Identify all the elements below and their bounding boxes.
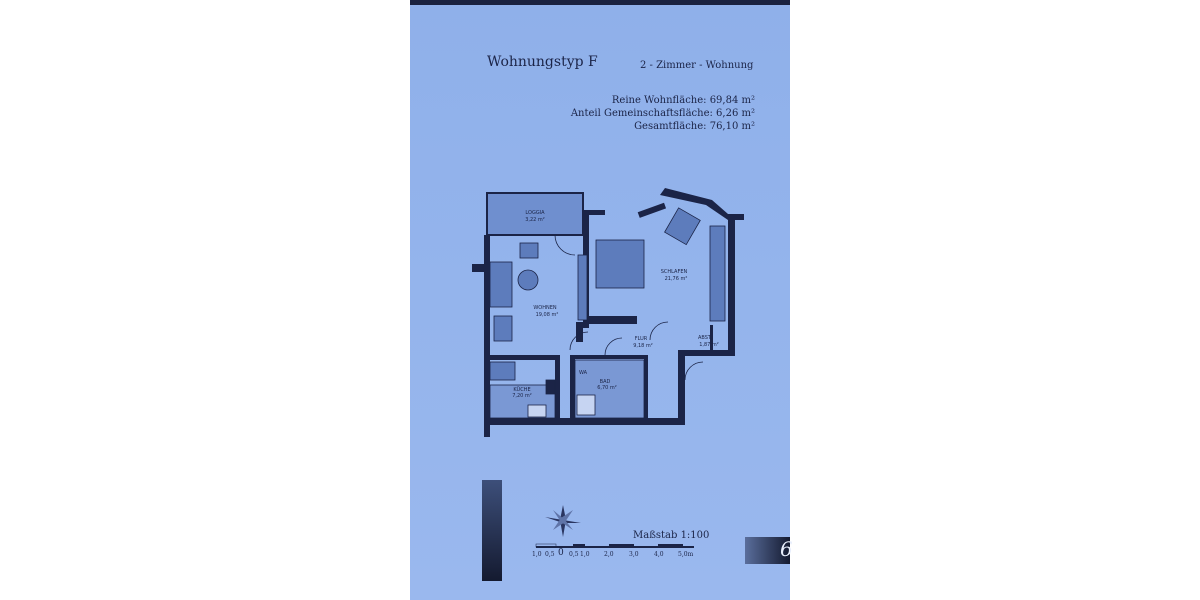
wall [678,350,735,356]
wall [576,322,583,342]
page-number-tab [745,537,790,564]
compass-rose-icon [545,505,581,537]
wall [728,218,735,356]
scale-tick: 1,0 [580,551,590,558]
wall [570,355,648,359]
wall [589,316,637,324]
scale-label: Maßstab 1:100 [633,530,710,541]
scale-tick: 5,0m [678,551,694,558]
wardrobe [709,225,726,322]
room-kueche-size: 7,20 m² [512,393,532,399]
room-wa-name: WA [579,370,588,376]
net-living-area: Reine Wohnfläche: 69,84 m² [611,95,755,106]
scale-tick: 0,5 [569,551,579,558]
decorative-bar [482,480,502,581]
entrance-door-swing [684,361,704,381]
stove [545,379,556,395]
room-bad-name: BAD [600,379,611,385]
room-schlafen-size: 21,76 m² [665,276,688,282]
wall [484,418,684,425]
wall [490,355,555,360]
sink [527,404,547,418]
double-bed [595,239,645,289]
room-kueche-name: KÜCHE [513,386,530,393]
wall-cabinet [577,254,588,321]
wall [728,214,744,220]
scale-tick: 2,0 [604,551,614,558]
scale-tick: 1,0 [532,551,542,558]
room-wohnen-size: 19,08 m² [536,312,559,318]
wall [472,264,486,272]
room-abst-size: 1,87 m² [699,342,719,348]
room-flur-size: 9,18 m² [633,343,653,349]
room-loggia-size: 3,22 m² [525,217,545,223]
sofa [489,261,513,308]
room-schlafen-name: SCHLAFEN [661,269,688,275]
wall [570,355,575,418]
door-swing [649,321,669,341]
door-swing [604,337,623,356]
page-title: Wohnungstyp F [487,54,598,70]
scale-bar [535,543,694,548]
total-area: Gesamtfläche: 76,10 m² [634,121,755,132]
page-number: 6 [780,537,793,561]
room-wohnen-name: WOHNEN [533,305,557,311]
scale-tick: 3,0 [629,551,639,558]
door-swing [554,234,576,256]
desk [664,207,701,246]
shower [576,394,596,416]
shared-area: Anteil Gemeinschaftsfläche: 6,26 m² [570,108,755,119]
kitchen-table [489,361,516,381]
scale-tick: 4,0 [654,551,664,558]
room-flur-name: FLUR [635,336,648,342]
dining-table [493,315,513,342]
door-swing [569,331,589,351]
wall [644,355,648,418]
wall [484,235,490,437]
scale-tick: 0 [558,548,564,558]
apartment-type: 2 - Zimmer - Wohnung [640,60,754,71]
scale-tick: 0,5 [545,551,555,558]
top-edge-bar [410,0,790,5]
coffee-table [517,269,539,291]
room-loggia-name: LOGGIA [525,210,545,216]
wall [660,188,728,220]
wall [555,355,560,418]
wall [637,202,667,218]
wall [710,325,713,350]
document-page [410,0,790,600]
wall [583,210,605,215]
room-abst-name: ABST. [698,335,712,341]
wall [678,355,685,425]
room-bad-size: 6,70 m² [597,385,617,391]
armchair [519,242,539,259]
